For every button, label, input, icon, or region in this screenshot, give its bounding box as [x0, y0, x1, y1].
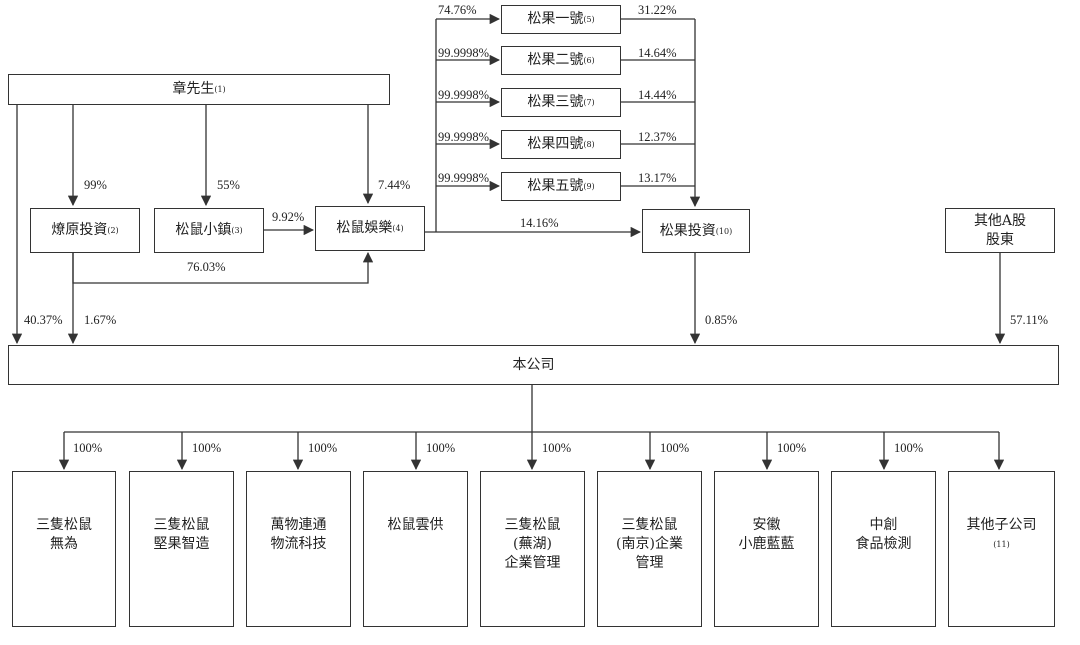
- sub-2-line-0: 萬物連通: [270, 517, 327, 533]
- pct-sub-3: 100%: [426, 441, 456, 455]
- pct-yule-songguo: 14.16%: [520, 216, 559, 230]
- sub-6-line-1: 小鹿藍藍: [738, 536, 795, 552]
- pct-sg4-songguo: 12.37%: [638, 130, 677, 144]
- pct-yule-sg3: 99.9998%: [438, 88, 490, 102]
- node-company-label: 本公司: [512, 356, 555, 373]
- pct-yule-sg4: 99.9998%: [438, 130, 490, 144]
- sub-8-note: (11): [993, 540, 1010, 549]
- node-sg2-label: 松果二號: [527, 52, 584, 68]
- node-yule-note: (4): [392, 224, 404, 233]
- node-zhang: 章先生(1): [8, 74, 390, 105]
- pct-sub-5: 100%: [660, 441, 690, 455]
- sub-0-line-0: 三隻松鼠: [36, 517, 92, 533]
- sub-1-line-0: 三隻松鼠: [153, 517, 210, 533]
- node-zhang-note: (1): [214, 85, 226, 94]
- sub-box-2: 萬物連通物流科技: [246, 471, 351, 627]
- node-songguo-label: 松果投資: [659, 222, 716, 239]
- pct-yule-sg2: 99.9998%: [438, 46, 490, 60]
- pct-sg5-songguo: 13.17%: [638, 171, 677, 185]
- sub-7-line-1: 食品檢測: [855, 536, 912, 552]
- sub-box-7: 中創食品檢測: [831, 471, 936, 627]
- sub-4-line-0: 三隻松鼠: [504, 517, 561, 533]
- pct-sub-7: 100%: [894, 441, 924, 455]
- pct-sub-6: 100%: [777, 441, 807, 455]
- sub-box-3: 松鼠雲供: [363, 471, 468, 627]
- node-liaoyuan-note: (2): [107, 226, 119, 235]
- sub-4-line-1: (蕪湖): [513, 536, 552, 552]
- sub-7-line-0: 中創: [869, 517, 898, 533]
- sub-8-label: 其他子公司: [966, 517, 1037, 533]
- node-sg1: 松果一號(5): [501, 5, 621, 34]
- sub-box-0: 三隻松鼠無為: [12, 471, 116, 627]
- pct-yule-sg1: 74.76%: [438, 3, 477, 17]
- pct-sub-4: 100%: [542, 441, 572, 455]
- node-sg4: 松果四號(8): [501, 130, 621, 159]
- pct-other-company: 57.11%: [1010, 313, 1049, 327]
- sub-2-line-1: 物流科技: [270, 536, 327, 552]
- sub-8-line-0: 其他子公司 (11): [967, 516, 1037, 559]
- sub-5-line-0: 三隻松鼠: [621, 517, 678, 533]
- sub-box-8: 其他子公司 (11): [948, 471, 1055, 627]
- pct-yule-sg5: 99.9998%: [438, 171, 490, 185]
- node-other-a-line1: 其他A股: [973, 212, 1027, 229]
- pct-sg3-songguo: 14.44%: [638, 88, 677, 102]
- node-sg1-note: (5): [583, 15, 595, 24]
- node-sg5-note: (9): [583, 182, 595, 191]
- node-sg2-note: (6): [583, 56, 595, 65]
- pct-zhang-yule: 7.44%: [378, 178, 411, 192]
- sub-box-6: 安徽小鹿藍藍: [714, 471, 819, 627]
- sub-5-line-2: 管理: [635, 555, 664, 571]
- pct-liaoyuan-yule: 76.03%: [187, 260, 226, 274]
- node-yule-label: 松鼠娛樂: [336, 220, 393, 236]
- node-sg3-note: (7): [583, 98, 595, 107]
- pct-liaoyuan-company: 1.67%: [84, 313, 117, 327]
- pct-sub-1: 100%: [192, 441, 222, 455]
- node-sg3-label: 松果三號: [527, 94, 584, 110]
- sub-3-line-0: 松鼠雲供: [387, 517, 444, 533]
- pct-sg1-songguo: 31.22%: [638, 3, 677, 17]
- node-xiaozhen-note: (3): [231, 226, 243, 235]
- node-sg5: 松果五號(9): [501, 172, 621, 201]
- sub-box-4: 三隻松鼠 (蕪湖) 企業管理: [480, 471, 585, 627]
- pct-zhang-liaoyuan: 99%: [84, 178, 107, 192]
- node-xiaozhen-label: 松鼠小鎮: [175, 222, 232, 238]
- pct-songguo-company: 0.85%: [705, 313, 738, 327]
- node-liaoyuan-label: 燎原投資: [51, 222, 108, 238]
- node-other-a-line2: 股東: [986, 231, 1014, 248]
- node-songguo: 松果投資(10): [642, 209, 750, 253]
- sub-1-line-1: 堅果智造: [153, 536, 210, 552]
- node-other-a: 其他A股 股東: [945, 208, 1055, 253]
- sub-box-1: 三隻松鼠堅果智造: [129, 471, 234, 627]
- pct-sg2-songguo: 14.64%: [638, 46, 677, 60]
- node-sg5-label: 松果五號: [527, 178, 584, 194]
- sub-6-line-0: 安徽: [752, 517, 781, 533]
- node-sg4-note: (8): [583, 140, 595, 149]
- sub-box-5: 三隻松鼠 (南京)企業管理: [597, 471, 702, 627]
- node-songguo-note: (10): [715, 226, 733, 236]
- pct-zhang-xiaozhen: 55%: [217, 178, 240, 192]
- node-sg4-label: 松果四號: [527, 136, 584, 152]
- node-xiaozhen: 松鼠小鎮(3): [154, 208, 264, 253]
- sub-4-line-2: 企業管理: [504, 555, 561, 571]
- node-zhang-label: 章先生: [172, 81, 215, 97]
- node-yule: 松鼠娛樂(4): [315, 206, 425, 251]
- pct-sub-2: 100%: [308, 441, 338, 455]
- node-sg2: 松果二號(6): [501, 46, 621, 75]
- sub-5-line-1: (南京)企業: [616, 536, 683, 552]
- node-liaoyuan: 燎原投資(2): [30, 208, 140, 253]
- pct-xiaozhen-yule: 9.92%: [272, 210, 305, 224]
- node-company: 本公司: [8, 345, 1059, 385]
- pct-zhang-company: 40.37%: [24, 313, 63, 327]
- sub-0-line-1: 無為: [50, 536, 78, 552]
- pct-sub-0: 100%: [73, 441, 103, 455]
- node-sg1-label: 松果一號: [527, 11, 584, 27]
- node-sg3: 松果三號(7): [501, 88, 621, 117]
